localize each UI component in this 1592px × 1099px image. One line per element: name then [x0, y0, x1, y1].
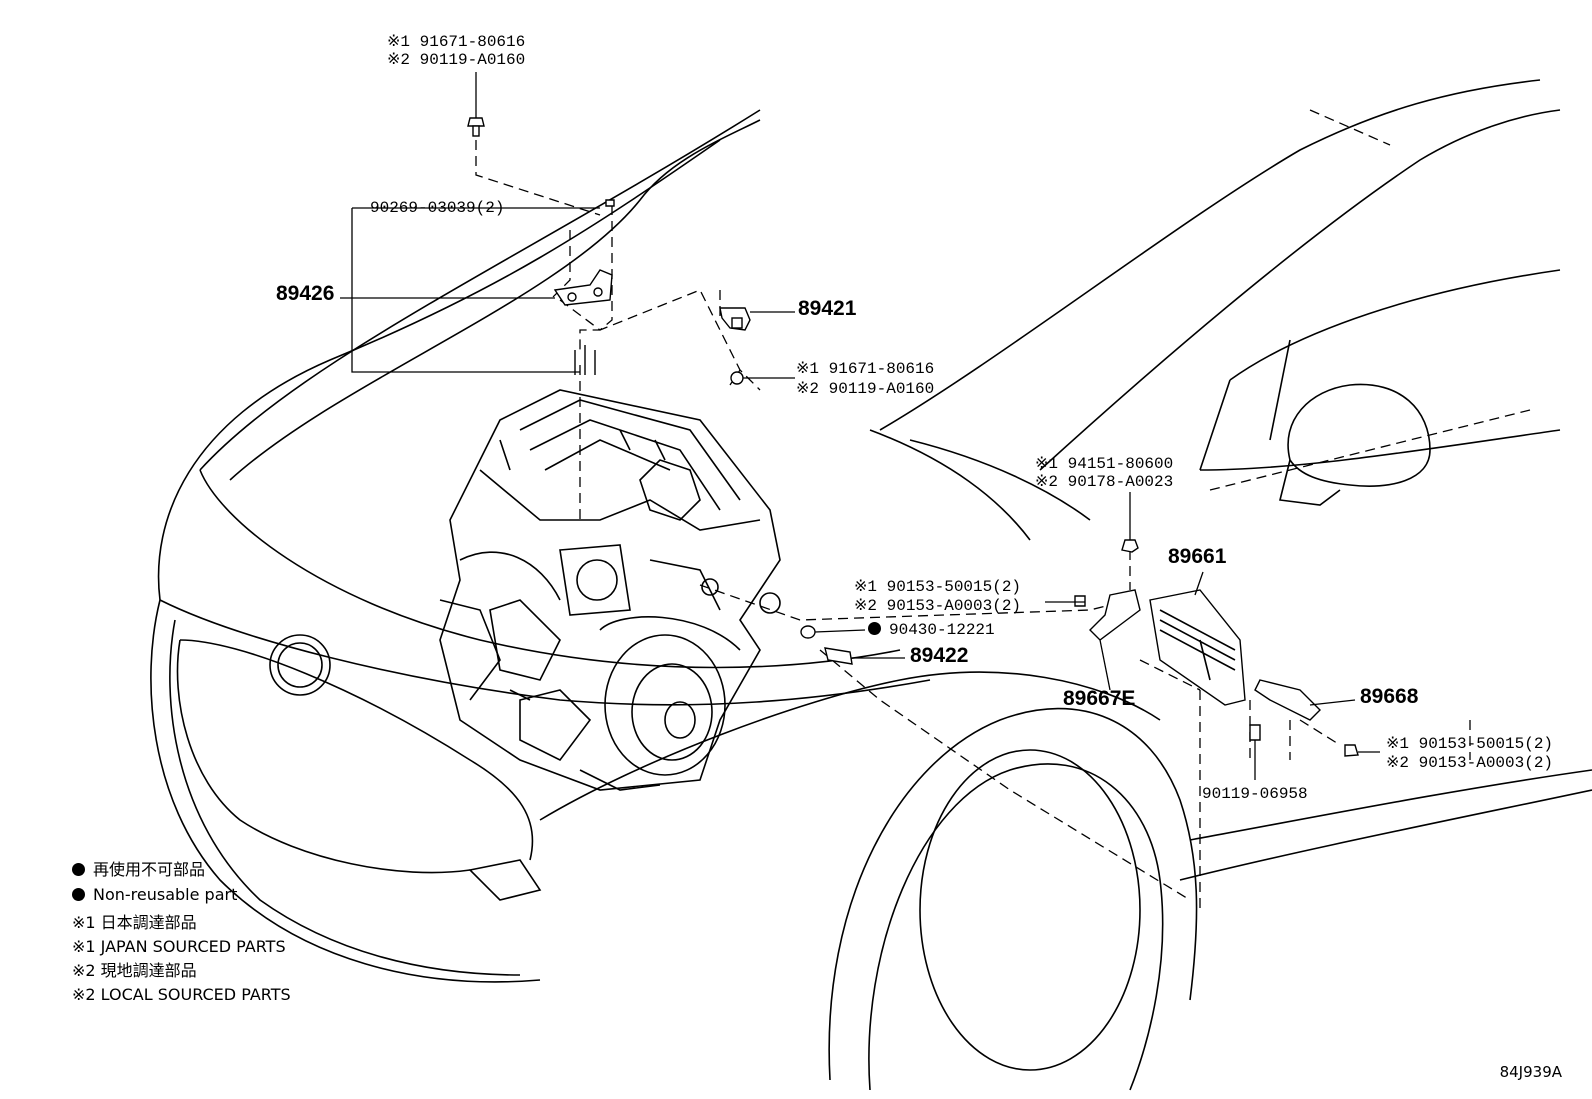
legend-dot-icon [72, 863, 85, 876]
sensor-89421-part-number: 89421 [798, 297, 857, 320]
legend-japan-en: ※1 JAPAN SOURCED PARTS [72, 937, 286, 956]
legend-local-en: ※2 LOCAL SOURCED PARTS [72, 985, 291, 1004]
right-bolt-part-number-1: ※1 90153-50015(2) [1386, 735, 1554, 753]
bottom-screw-part-number: 90119-06958 [1202, 785, 1308, 803]
gasket-part-number-text: 90430-12221 [889, 621, 995, 639]
legend-nonreusable-ja-text: 再使用不可部品 [93, 860, 206, 879]
legend-japan-ja: ※1 日本調達部品 [72, 913, 197, 932]
figure-code: 84J939A [1499, 1063, 1562, 1081]
leader-lines [340, 72, 1380, 780]
sensor-bolt-part-number-2: ※2 90119-A0160 [796, 380, 935, 398]
gasket-part-number: 90430-12221 [868, 621, 995, 639]
non-reusable-marker [868, 622, 881, 635]
bracket-part-number: 89426 [276, 282, 335, 305]
top-bolt-part-number-1: ※1 91671-80616 [387, 33, 526, 51]
bracket-89668-part-number: 89668 [1360, 685, 1419, 708]
engine-assembly [439, 389, 781, 791]
legend-nonreusable-ja: 再使用不可部品 [72, 860, 205, 880]
sensor-bolt-part-number-1: ※1 91671-80616 [796, 360, 935, 378]
ecu-nut-part-number-1: ※1 94151-80600 [1035, 455, 1174, 473]
legend-nonreusable-en: Non-reusable part [72, 885, 237, 905]
ecu-bolt-part-number-1: ※1 90153-50015(2) [854, 578, 1022, 596]
ecu-nut-part-number-2: ※2 90178-A0023 [1035, 473, 1174, 491]
top-bolt-part-number-2: ※2 90119-A0160 [387, 51, 526, 69]
ecu-part-number: 89661 [1168, 545, 1227, 568]
small-parts [467, 117, 1359, 757]
legend-local-ja: ※2 現地調達部品 [72, 961, 197, 980]
ecu-bolt-part-number-2: ※2 90153-A0003(2) [854, 597, 1022, 615]
sensor-89422-part-number: 89422 [910, 644, 969, 667]
legend-dot-icon [72, 888, 85, 901]
ecu-bracket-part-number: 89667E [1063, 687, 1136, 710]
legend-nonreusable-en-text: Non-reusable part [93, 885, 238, 904]
screw-part-number: 90269-03039(2) [370, 199, 505, 217]
right-bolt-part-number-2: ※2 90153-A0003(2) [1386, 754, 1554, 772]
